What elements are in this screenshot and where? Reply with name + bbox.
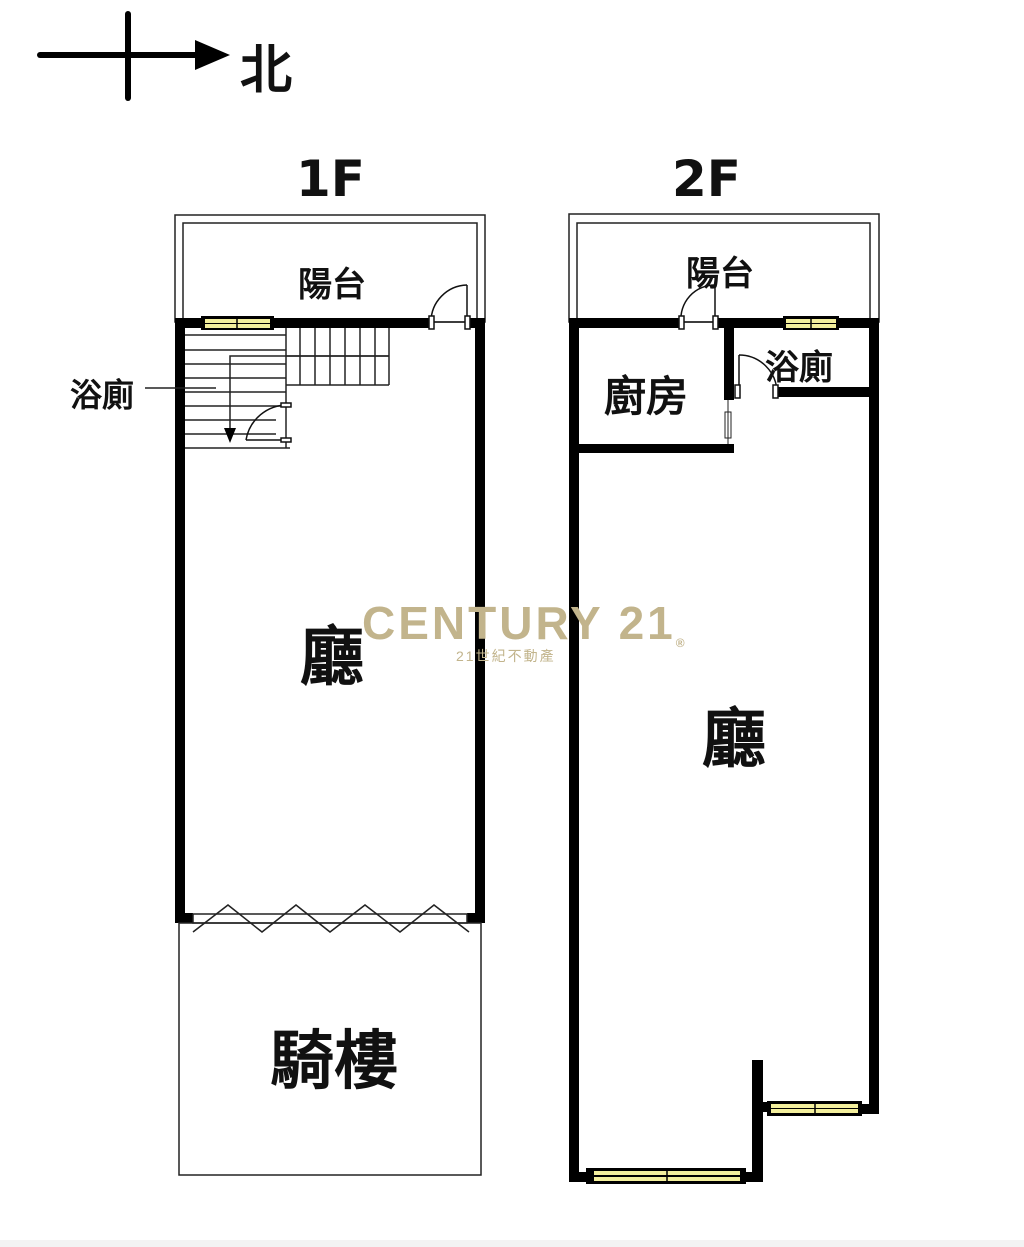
compass-north-label: 北 <box>240 41 293 101</box>
window-2f-front-large <box>586 1168 746 1184</box>
room-label-1f-bathroom: 浴廁 <box>70 376 135 414</box>
compass <box>30 8 320 108</box>
north-arrow-icon <box>37 11 230 101</box>
room-label-2f-balcony: 陽台 <box>686 254 754 294</box>
arcade-outline <box>178 922 482 1176</box>
room-label-1f-arcade: 騎樓 <box>270 1025 398 1099</box>
room-label-1f-balcony: 陽台 <box>298 265 366 305</box>
floor-title-1f: 1F <box>296 150 365 208</box>
room-label-2f-kitchen: 廚房 <box>604 372 689 421</box>
staircase-1f <box>185 328 390 449</box>
room-label-1f-living-room: 廳 <box>300 621 364 695</box>
window-1f-top <box>201 316 274 330</box>
watermark-brand: CENTURY 21® <box>362 596 688 650</box>
watermark-subtitle: 21世紀不動產 <box>456 648 556 664</box>
room-label-2f-bathroom: 浴廁 <box>765 348 833 388</box>
bottom-edge <box>0 1240 1024 1247</box>
watermark-registered-mark: ® <box>675 636 688 650</box>
window-2f-bathroom <box>783 316 839 330</box>
floor-1f-plan <box>145 214 486 1176</box>
door-1f-balcony <box>428 284 471 330</box>
window-2f-front-small <box>767 1101 862 1116</box>
stair-direction-arrow-icon <box>224 428 236 443</box>
door-1f-bathroom <box>245 402 292 443</box>
floor-title-2f: 2F <box>672 150 741 208</box>
floor-2f-plan <box>568 213 880 1184</box>
room-label-2f-living-room: 廳 <box>702 703 766 777</box>
door-2f-balcony <box>678 284 719 330</box>
watermark-brand-text: CENTURY 21 <box>362 597 676 649</box>
door-2f-bathroom <box>734 354 779 399</box>
folding-door-1f <box>192 904 470 933</box>
